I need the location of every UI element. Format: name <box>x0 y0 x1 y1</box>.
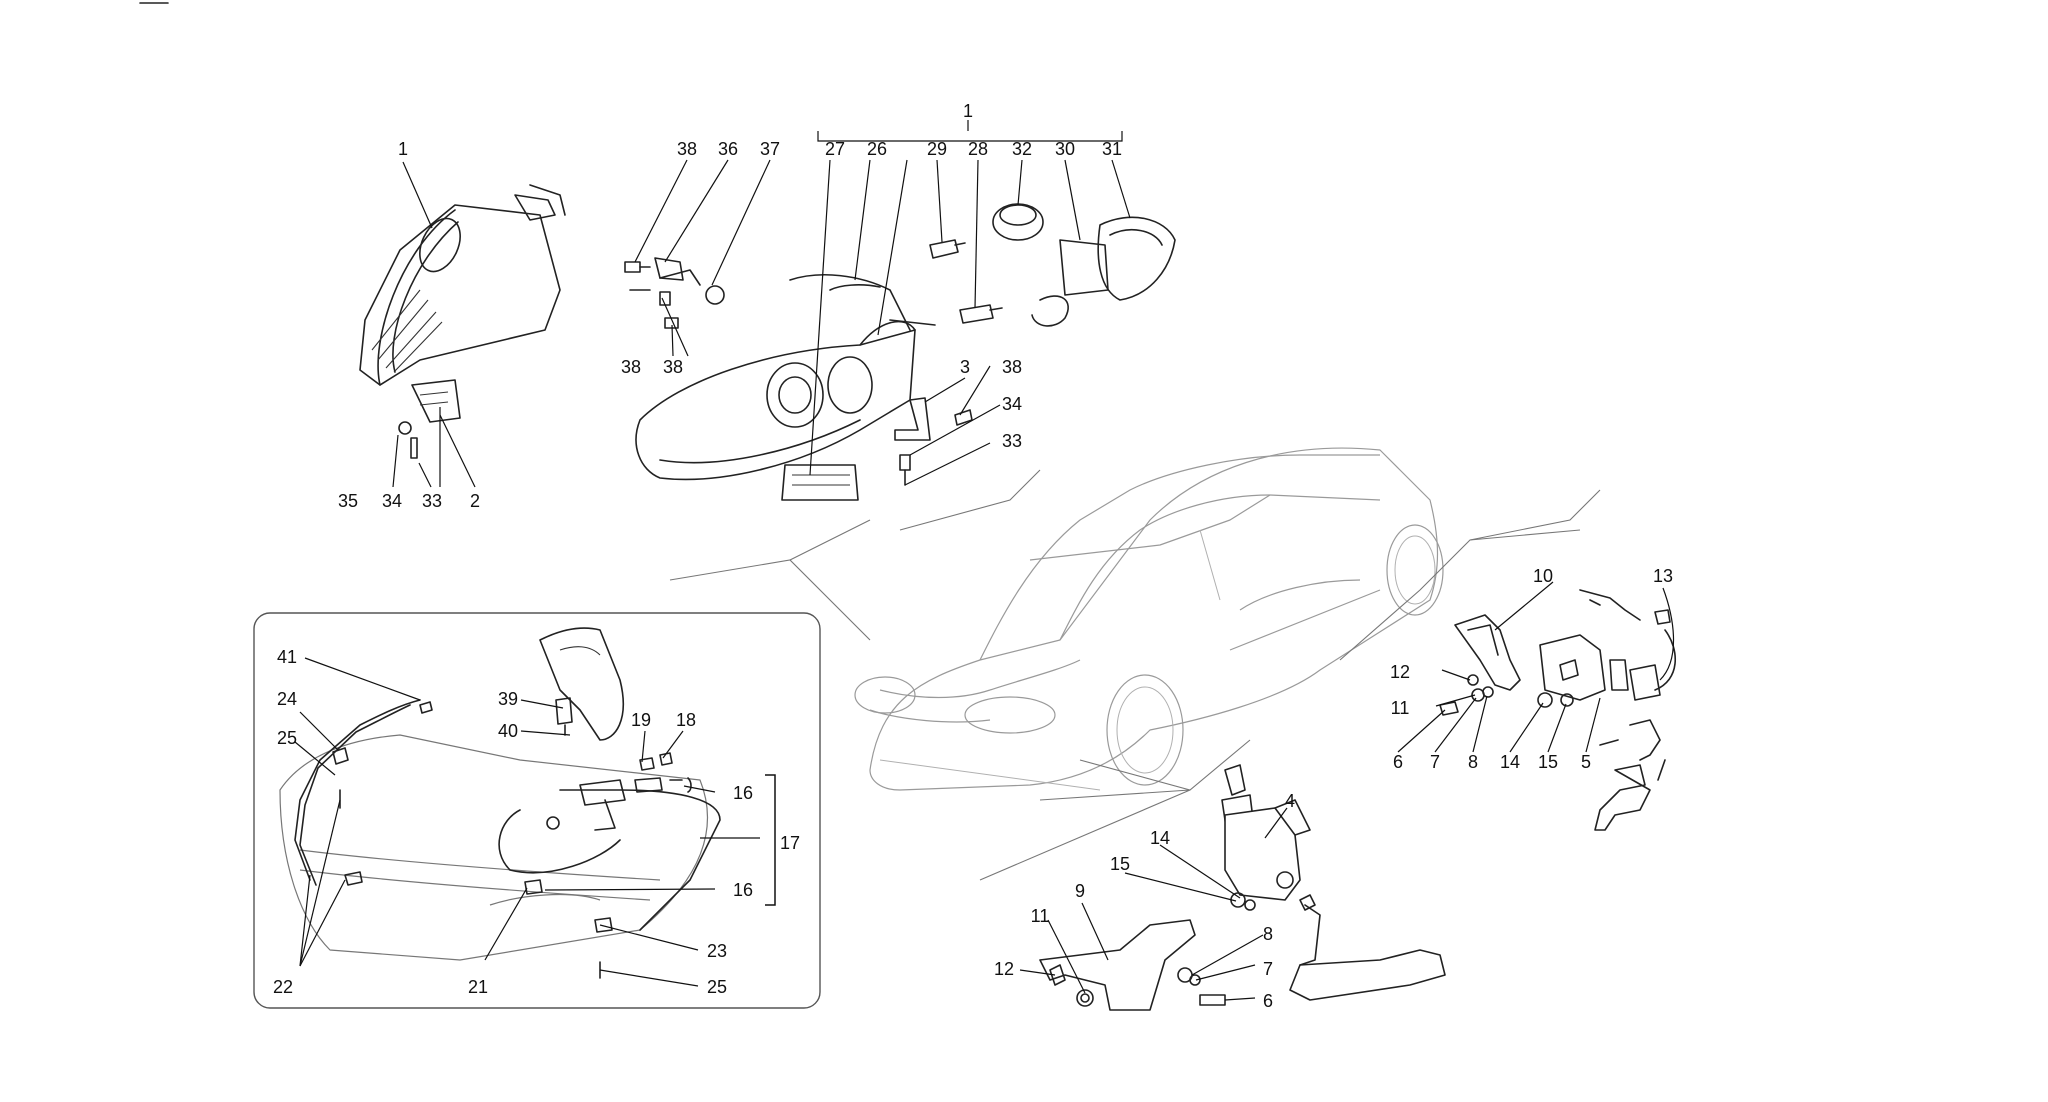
label-28: 28 <box>968 139 988 159</box>
label-29: 29 <box>927 139 947 159</box>
car-body <box>854 447 1444 791</box>
label-3: 3 <box>960 357 970 377</box>
label-38-mid-left: 38 <box>621 357 641 377</box>
label-16-bottom: 16 <box>733 880 753 900</box>
label-40: 40 <box>498 721 518 741</box>
label-32: 32 <box>1012 139 1032 159</box>
label-11-bottom: 11 <box>1031 906 1050 926</box>
label-17: 17 <box>780 833 800 853</box>
label-38-right: 38 <box>1002 357 1022 377</box>
label-30: 30 <box>1055 139 1075 159</box>
label-1-headlight: 1 <box>398 139 408 159</box>
label-31: 31 <box>1102 139 1122 159</box>
label-14-bottom: 14 <box>1150 828 1170 848</box>
label-18: 18 <box>676 710 696 730</box>
label-24: 24 <box>277 689 297 709</box>
label-2: 2 <box>470 491 480 511</box>
label-25-top: 25 <box>277 728 297 748</box>
label-16-top: 16 <box>733 783 753 803</box>
label-14-right: 14 <box>1500 752 1520 772</box>
label-38-mid-right: 38 <box>663 357 683 377</box>
car-callout-lines <box>669 469 1601 881</box>
label-33-left: 33 <box>422 491 442 511</box>
label-8-bottom: 8 <box>1263 924 1273 944</box>
level-sensor-bottom <box>1039 764 1446 1011</box>
label-8-right: 8 <box>1468 752 1478 772</box>
label-6-right: 6 <box>1393 752 1403 772</box>
label-7-right: 7 <box>1430 752 1440 772</box>
label-27: 27 <box>825 139 845 159</box>
label-34-left: 34 <box>382 491 402 511</box>
label-11-right: 11 <box>1391 698 1410 718</box>
detail-box-front-bumper <box>253 612 821 1009</box>
headlight-exploded-center <box>624 203 1176 501</box>
label-13: 13 <box>1653 566 1673 586</box>
label-15-right: 15 <box>1538 752 1558 772</box>
label-15-bottom: 15 <box>1110 854 1130 874</box>
label-41: 41 <box>277 647 297 667</box>
label-25-bottom: 25 <box>707 977 727 997</box>
label-36: 36 <box>718 139 738 159</box>
label-33-right: 33 <box>1002 431 1022 451</box>
label-5: 5 <box>1581 752 1591 772</box>
bracket-16-17 <box>765 774 776 906</box>
label-1-group: 1 <box>963 101 973 121</box>
label-39: 39 <box>498 689 518 709</box>
label-26: 26 <box>867 139 887 159</box>
label-10: 10 <box>1533 566 1553 586</box>
headlight-assembly-left <box>359 184 566 459</box>
label-35: 35 <box>338 491 358 511</box>
leader-lines <box>294 120 1675 1001</box>
label-12-bottom: 12 <box>994 959 1014 979</box>
label-19: 19 <box>631 710 651 730</box>
label-38-top: 38 <box>677 139 697 159</box>
level-sensor-right <box>1439 589 1676 831</box>
label-7-bottom: 7 <box>1263 959 1273 979</box>
label-21: 21 <box>468 977 488 997</box>
label-22: 22 <box>273 977 293 997</box>
label-4: 4 <box>1285 791 1295 811</box>
label-6-bottom: 6 <box>1263 991 1273 1011</box>
part-number-labels: 1 35 34 33 2 1 38 36 37 27 26 29 28 32 3… <box>273 101 1673 1011</box>
label-34-right: 34 <box>1002 394 1022 414</box>
front-bumper-washer-system <box>279 627 721 979</box>
label-37: 37 <box>760 139 780 159</box>
label-9: 9 <box>1075 881 1085 901</box>
label-23: 23 <box>707 941 727 961</box>
label-12-right: 12 <box>1390 662 1410 682</box>
